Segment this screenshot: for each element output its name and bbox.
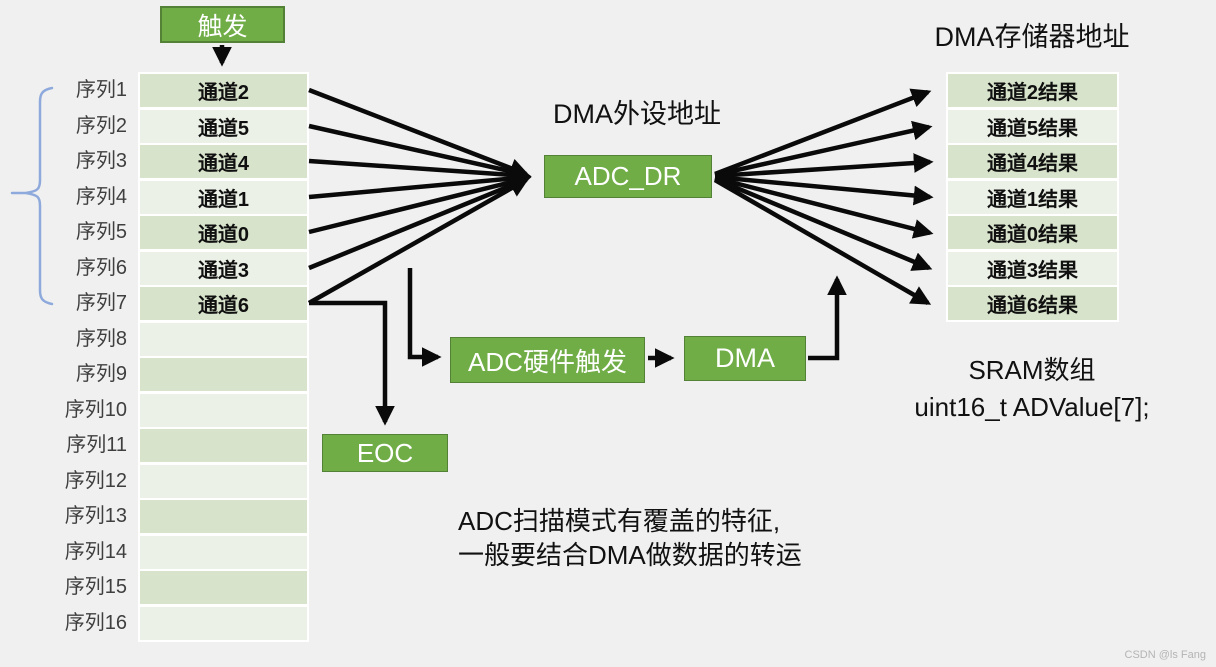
scan-mode-note: ADC扫描模式有覆盖的特征, 一般要结合DMA做数据的转运 bbox=[458, 504, 802, 572]
adc-dr-box: ADC_DR bbox=[544, 155, 712, 198]
arrow-ch4-adcdr bbox=[308, 158, 532, 185]
sequence-label: 序列6 bbox=[75, 256, 127, 279]
channel-row bbox=[140, 535, 307, 569]
result-row: 通道3结果 bbox=[948, 251, 1117, 285]
sram-line2: uint16_t ADValue[7]; bbox=[914, 392, 1150, 422]
arrow-ch1-adcdr bbox=[308, 168, 532, 200]
trigger-box: 触发 bbox=[160, 6, 285, 43]
channel-row bbox=[140, 500, 307, 533]
channel-row: 通道6 bbox=[140, 287, 307, 320]
dma-memory-address-title: DMA存储器地址 bbox=[934, 22, 1130, 52]
sram-array-caption: SRAM数组 uint16_t ADValue[7]; bbox=[850, 352, 1214, 426]
sram-line1: SRAM数组 bbox=[968, 355, 1096, 385]
eoc-box: EOC bbox=[322, 434, 448, 472]
channel-row: 通道3 bbox=[140, 251, 307, 285]
channel-row bbox=[140, 322, 307, 356]
channel-row bbox=[140, 393, 307, 427]
arrow-adcdr-res6 bbox=[713, 178, 932, 305]
arrow-adcdr-res1 bbox=[714, 174, 934, 206]
sequence-label: 序列7 bbox=[75, 292, 127, 314]
sequence-label: 序列2 bbox=[75, 114, 127, 137]
channel-row bbox=[140, 571, 307, 604]
arrow-ch6-adcdr bbox=[307, 178, 530, 305]
channel-row bbox=[140, 429, 307, 462]
dma-peripheral-address-title: DMA外设地址 bbox=[553, 99, 721, 129]
channel-row: 通道2 bbox=[140, 74, 307, 107]
arrow-ch5-adcdr bbox=[308, 123, 531, 182]
result-row: 通道6结果 bbox=[948, 287, 1117, 320]
sequence-label: 序列9 bbox=[75, 363, 127, 385]
sequence-label: 序列12 bbox=[64, 469, 127, 492]
arrow-ch3-adcdr bbox=[308, 175, 531, 271]
result-row: 通道5结果 bbox=[948, 109, 1117, 143]
channel-row: 通道0 bbox=[140, 216, 307, 249]
channel-row: 通道4 bbox=[140, 145, 307, 178]
result-column: 通道2结果通道5结果通道4结果通道1结果通道0结果通道3结果通道6结果 bbox=[946, 72, 1119, 322]
sequence-label: 序列15 bbox=[64, 576, 127, 598]
channel-row: 通道1 bbox=[140, 180, 307, 214]
sequence-label: 序列4 bbox=[75, 185, 127, 208]
sequence-label: 序列8 bbox=[75, 327, 127, 350]
channel-row: 通道5 bbox=[140, 109, 307, 143]
sequence-label: 序列11 bbox=[66, 434, 127, 456]
arrow-adcdr-res5 bbox=[714, 120, 933, 178]
channel-row bbox=[140, 606, 307, 640]
sequence-label: 序列16 bbox=[64, 611, 127, 634]
arrow-dma-up bbox=[808, 275, 847, 361]
channel-row bbox=[140, 358, 307, 391]
sequence-label: 序列14 bbox=[64, 540, 127, 563]
arrow-ch2-adcdr bbox=[308, 87, 530, 178]
arrow-adcdr-res3 bbox=[714, 176, 933, 271]
sequence-label: 序列13 bbox=[64, 505, 127, 527]
note-line1: ADC扫描模式有覆盖的特征, bbox=[458, 506, 781, 536]
result-row: 通道1结果 bbox=[948, 180, 1117, 214]
sequence-label: 序列10 bbox=[64, 398, 127, 421]
sequence-label: 序列5 bbox=[75, 221, 127, 243]
result-row: 通道0结果 bbox=[948, 216, 1117, 249]
result-row: 通道2结果 bbox=[948, 74, 1117, 107]
sequence-label-column: 序列1 序列2 序列3 序列4 序列5 序列6 序列7 序列8 序列9 序列10 序列11 序列12 序… bbox=[0, 74, 127, 642]
note-line2: 一般要结合DMA做数据的转运 bbox=[458, 540, 802, 570]
adc-hw-trigger-box: ADC硬件触发 bbox=[450, 337, 645, 383]
dma-box: DMA bbox=[684, 336, 806, 381]
watermark: CSDN @ls Fang bbox=[1124, 649, 1206, 661]
channel-row bbox=[140, 464, 307, 498]
result-row: 通道4结果 bbox=[948, 145, 1117, 178]
arrow-adcdr-res0 bbox=[714, 175, 934, 239]
arrow-adcdr-res4 bbox=[714, 153, 934, 179]
arrow-ch6-to-eoc bbox=[309, 300, 395, 426]
arrow-branch-to-hwtrigger bbox=[407, 268, 442, 367]
sequence-label: 序列1 bbox=[75, 79, 127, 101]
sequence-label: 序列3 bbox=[75, 150, 127, 172]
arrow-ch0-adcdr bbox=[308, 172, 532, 235]
